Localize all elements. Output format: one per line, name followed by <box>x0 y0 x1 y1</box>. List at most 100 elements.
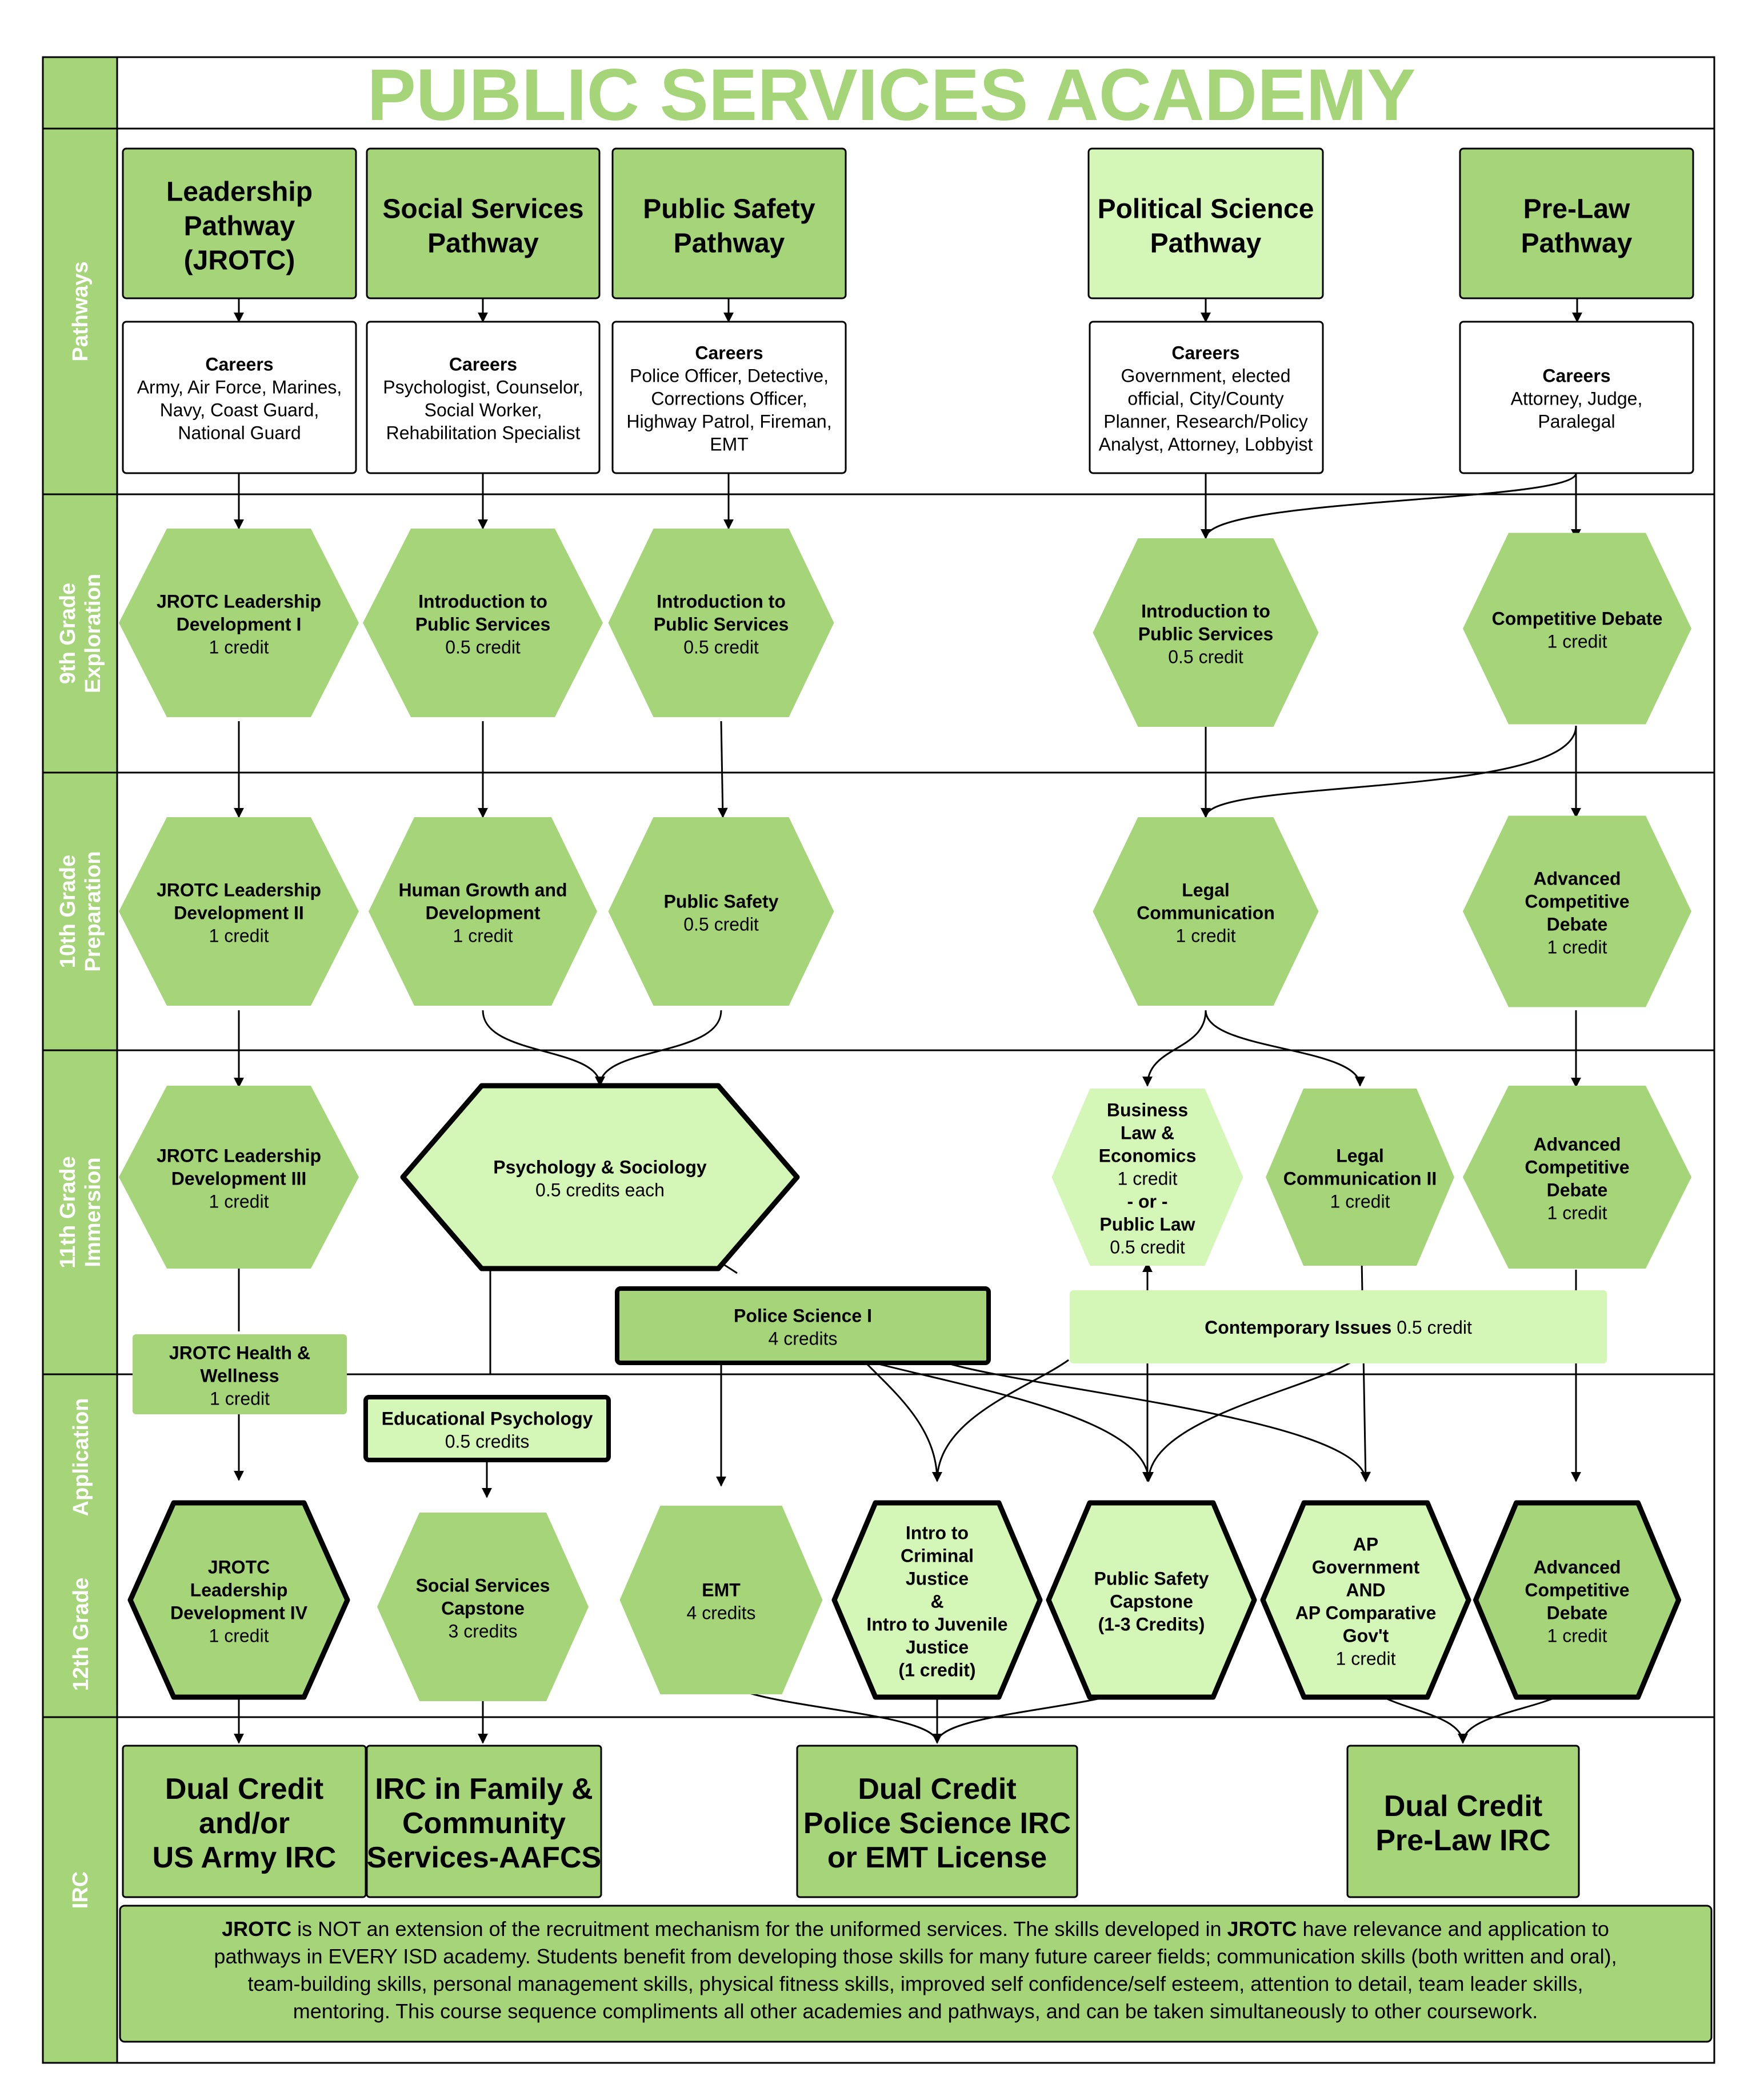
edge-publicsafety-psych <box>595 1010 722 1087</box>
pathway-title-safety-line-1: Pathway <box>674 228 785 258</box>
course-text-emt-line-0: EMT <box>702 1580 741 1601</box>
course-text-emt-line-1: 4 credits <box>687 1603 756 1623</box>
course-text-intro_cj-line-1: Criminal <box>901 1546 974 1566</box>
title-sidebar-cell <box>42 56 118 130</box>
lane-label-pathways-0: Pathways <box>69 261 93 361</box>
course-text-intro_ps_safety-line-0: Introduction to <box>657 591 786 612</box>
pathway-box-safety <box>611 147 847 299</box>
course-text-intro_ps_social-line-0: Introduction to <box>418 591 547 612</box>
course-text-ap_gov-line-4: Gov't <box>1343 1626 1389 1646</box>
careers-text-polisci-line-1: Government, elected <box>1121 366 1290 386</box>
lane-label-grade10-1: Preparation <box>81 851 105 971</box>
careers-text-polisci-line-4: Analyst, Attorney, Lobbyist <box>1099 434 1313 455</box>
course-shape-debate1 <box>1463 533 1691 725</box>
course-text-business_law-line-4: - or - <box>1127 1191 1167 1212</box>
course-text-intro_cj-line-3: & <box>930 1591 943 1612</box>
course-text-adv_debate12-line-1: Competitive <box>1525 1580 1629 1601</box>
course-text-jrotc4-line-2: Development IV <box>170 1603 308 1623</box>
jrotc-note-line-0: JROTC is NOT an extension of the recruit… <box>222 1917 1609 1941</box>
irc-box-irc_army <box>122 1745 367 1898</box>
course-text-intro_ps_polisci-line-0: Introduction to <box>1141 601 1270 622</box>
course-text-intro_cj-line-6: (1 credit) <box>898 1660 975 1681</box>
careers-text-social-line-1: Psychologist, Counselor, <box>383 377 583 398</box>
course-text-intro_ps_polisci-line-2: 0.5 credit <box>1168 647 1243 667</box>
careers-text-polisci-line-2: official, City/County <box>1127 389 1283 409</box>
jrotc-note-line-2: team-building skills, personal managemen… <box>247 1972 1583 1995</box>
pathway-title-prelaw-line-0: Pre-Law <box>1523 194 1630 224</box>
course-text-intro_cj-line-5: Justice <box>906 1637 969 1658</box>
careers-text-prelaw-line-1: Attorney, Judge, <box>1511 389 1643 409</box>
page-title: PUBLIC SERVICES ACADEMY <box>367 54 1416 136</box>
course-text-jrotc4-line-0: JROTC <box>208 1557 270 1578</box>
course-text-ss_capstone-line-0: Social Services <box>416 1575 550 1596</box>
course-shape-emt <box>619 1506 823 1694</box>
course-text-adv_debate11-line-1: Competitive <box>1525 1157 1629 1178</box>
course-shape-legal_comm2 <box>1266 1089 1454 1266</box>
irc-box-irc_police <box>796 1745 1078 1898</box>
pathway-title-leadership-line-2: (JROTC) <box>184 245 295 275</box>
course-text-adv_debate12-line-2: Debate <box>1547 1603 1608 1623</box>
irc-box-irc_prelaw <box>1346 1745 1580 1898</box>
edge-legal-business <box>1142 1010 1207 1087</box>
pathway-box-leadership <box>122 147 357 299</box>
careers-box-leadership <box>122 321 357 474</box>
course-text-ss_capstone-line-1: Capstone <box>441 1598 525 1619</box>
frame <box>42 56 1715 2064</box>
course-text-jrotc3-line-2: 1 credit <box>209 1191 269 1212</box>
course-shape-human_growth <box>369 817 597 1006</box>
course-text-human_growth-line-0: Human Growth and <box>398 880 567 901</box>
careers-text-prelaw-line-0: Careers <box>1542 366 1610 386</box>
course-text-business_law-line-5: Public Law <box>1099 1214 1195 1235</box>
irc-text-irc_army-line-1: and/or <box>199 1807 290 1840</box>
course-text-legal_comm-line-1: Communication <box>1137 903 1275 923</box>
course-text-public_safety-line-1: 0.5 credit <box>683 914 759 935</box>
course-text-jrotc4-line-3: 1 credit <box>209 1626 269 1646</box>
lane-label-grade9-1: Exploration <box>81 574 105 693</box>
course-text-ap_gov-line-3: AP Comparative <box>1295 1603 1437 1623</box>
course-shape-ss_capstone <box>377 1513 589 1701</box>
course-text-police1-line-1: 4 credits <box>769 1329 838 1349</box>
lane-label-grade12-0: Application <box>69 1398 93 1517</box>
course-text-psych_soc-line-1: 0.5 credits each <box>535 1180 665 1201</box>
course-text-human_growth-line-2: 1 credit <box>453 926 513 946</box>
careers-text-polisci-line-3: Planner, Research/Policy <box>1103 411 1308 432</box>
course-shape-adv_debate11 <box>1463 1086 1691 1269</box>
course-shape-legal_comm <box>1093 817 1319 1006</box>
course-text-jrotc_health-line-0: JROTC Health & <box>169 1343 310 1363</box>
course-contemporary: Contemporary Issues 0.5 credit <box>1070 1290 1607 1363</box>
course-text-adv_debate10-line-2: Debate <box>1547 914 1608 935</box>
edge-police-pscap <box>862 1359 1154 1482</box>
edge-human-psych <box>482 1010 605 1087</box>
course-shape-contemporary <box>1070 1290 1607 1363</box>
course-text-adv_debate11-line-2: Debate <box>1547 1180 1608 1201</box>
irc-text-irc_aafcs-line-0: IRC in Family & <box>375 1773 593 1806</box>
course-text-ps_capstone-line-0: Public Safety <box>1094 1569 1209 1589</box>
edge-debate1-legal <box>1201 725 1577 818</box>
irc-text-irc_aafcs-line-2: Services-AAFCS <box>367 1841 601 1874</box>
careers-text-leadership-line-3: National Guard <box>178 423 301 443</box>
course-text-jrotc1-line-0: JROTC Leadership <box>157 591 321 612</box>
pathway-title-leadership-line-1: Pathway <box>184 211 295 241</box>
course-shape-adv_debate12 <box>1473 1500 1681 1700</box>
course-text-jrotc2-line-1: Development II <box>174 903 304 923</box>
course-text-business_law-line-3: 1 credit <box>1118 1169 1178 1189</box>
course-text-adv_debate11-line-3: 1 credit <box>1547 1203 1607 1223</box>
lane-label-grade11-1: Immersion <box>81 1157 105 1267</box>
course-shape-intro_ps_safety <box>608 529 834 717</box>
edge-police-introcj <box>862 1359 942 1482</box>
